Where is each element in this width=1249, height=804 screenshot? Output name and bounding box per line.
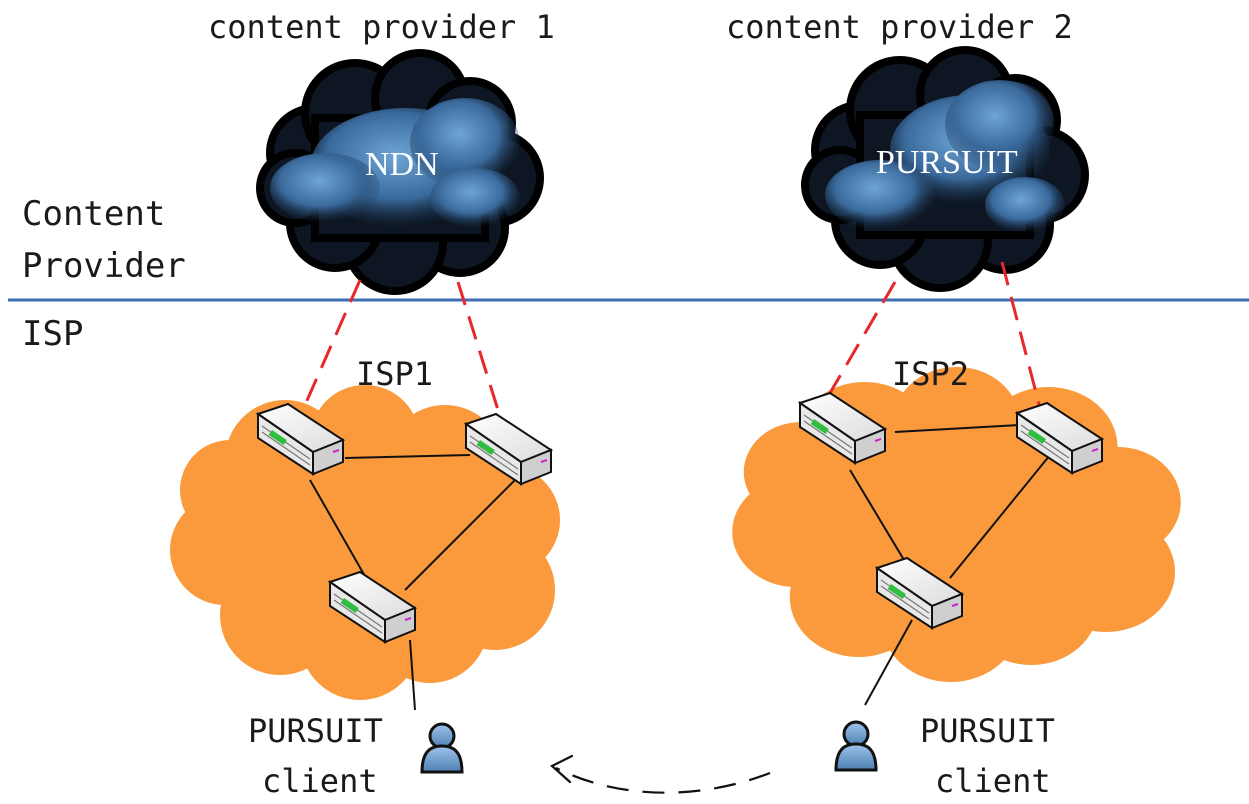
client1-label-line2: client (262, 762, 378, 800)
client2-label-line2: client (935, 762, 1051, 800)
ndn-link-left (303, 279, 362, 406)
isp2-label: ISP2 (892, 355, 969, 393)
region-label-content: Content (22, 194, 165, 234)
svg-text:PURSUIT: PURSUIT (876, 144, 1018, 181)
router-links (309, 424, 1051, 711)
provider1-title: content provider 1 (208, 8, 555, 46)
pursuit-link-left (828, 281, 897, 394)
provider-links (303, 261, 1042, 411)
client2-user-icon (834, 720, 878, 772)
ndn-cloud-icon: NDN (260, 53, 540, 291)
provider2-title: content provider 2 (726, 8, 1073, 46)
region-label-isp: ISP (22, 314, 83, 354)
client2-label-line1: PURSUIT (920, 712, 1055, 750)
mobility-arrow (550, 754, 771, 794)
ndn-link-right (456, 281, 500, 411)
region-label-provider: Provider (22, 246, 186, 286)
client1-user-icon (420, 722, 464, 774)
svg-text:NDN: NDN (365, 146, 439, 183)
client1-label-line1: PURSUIT (248, 712, 383, 750)
pursuit-cloud-icon: PURSUIT (805, 50, 1085, 288)
isp1-label: ISP1 (356, 355, 433, 393)
pursuit-link-right (1000, 261, 1042, 409)
